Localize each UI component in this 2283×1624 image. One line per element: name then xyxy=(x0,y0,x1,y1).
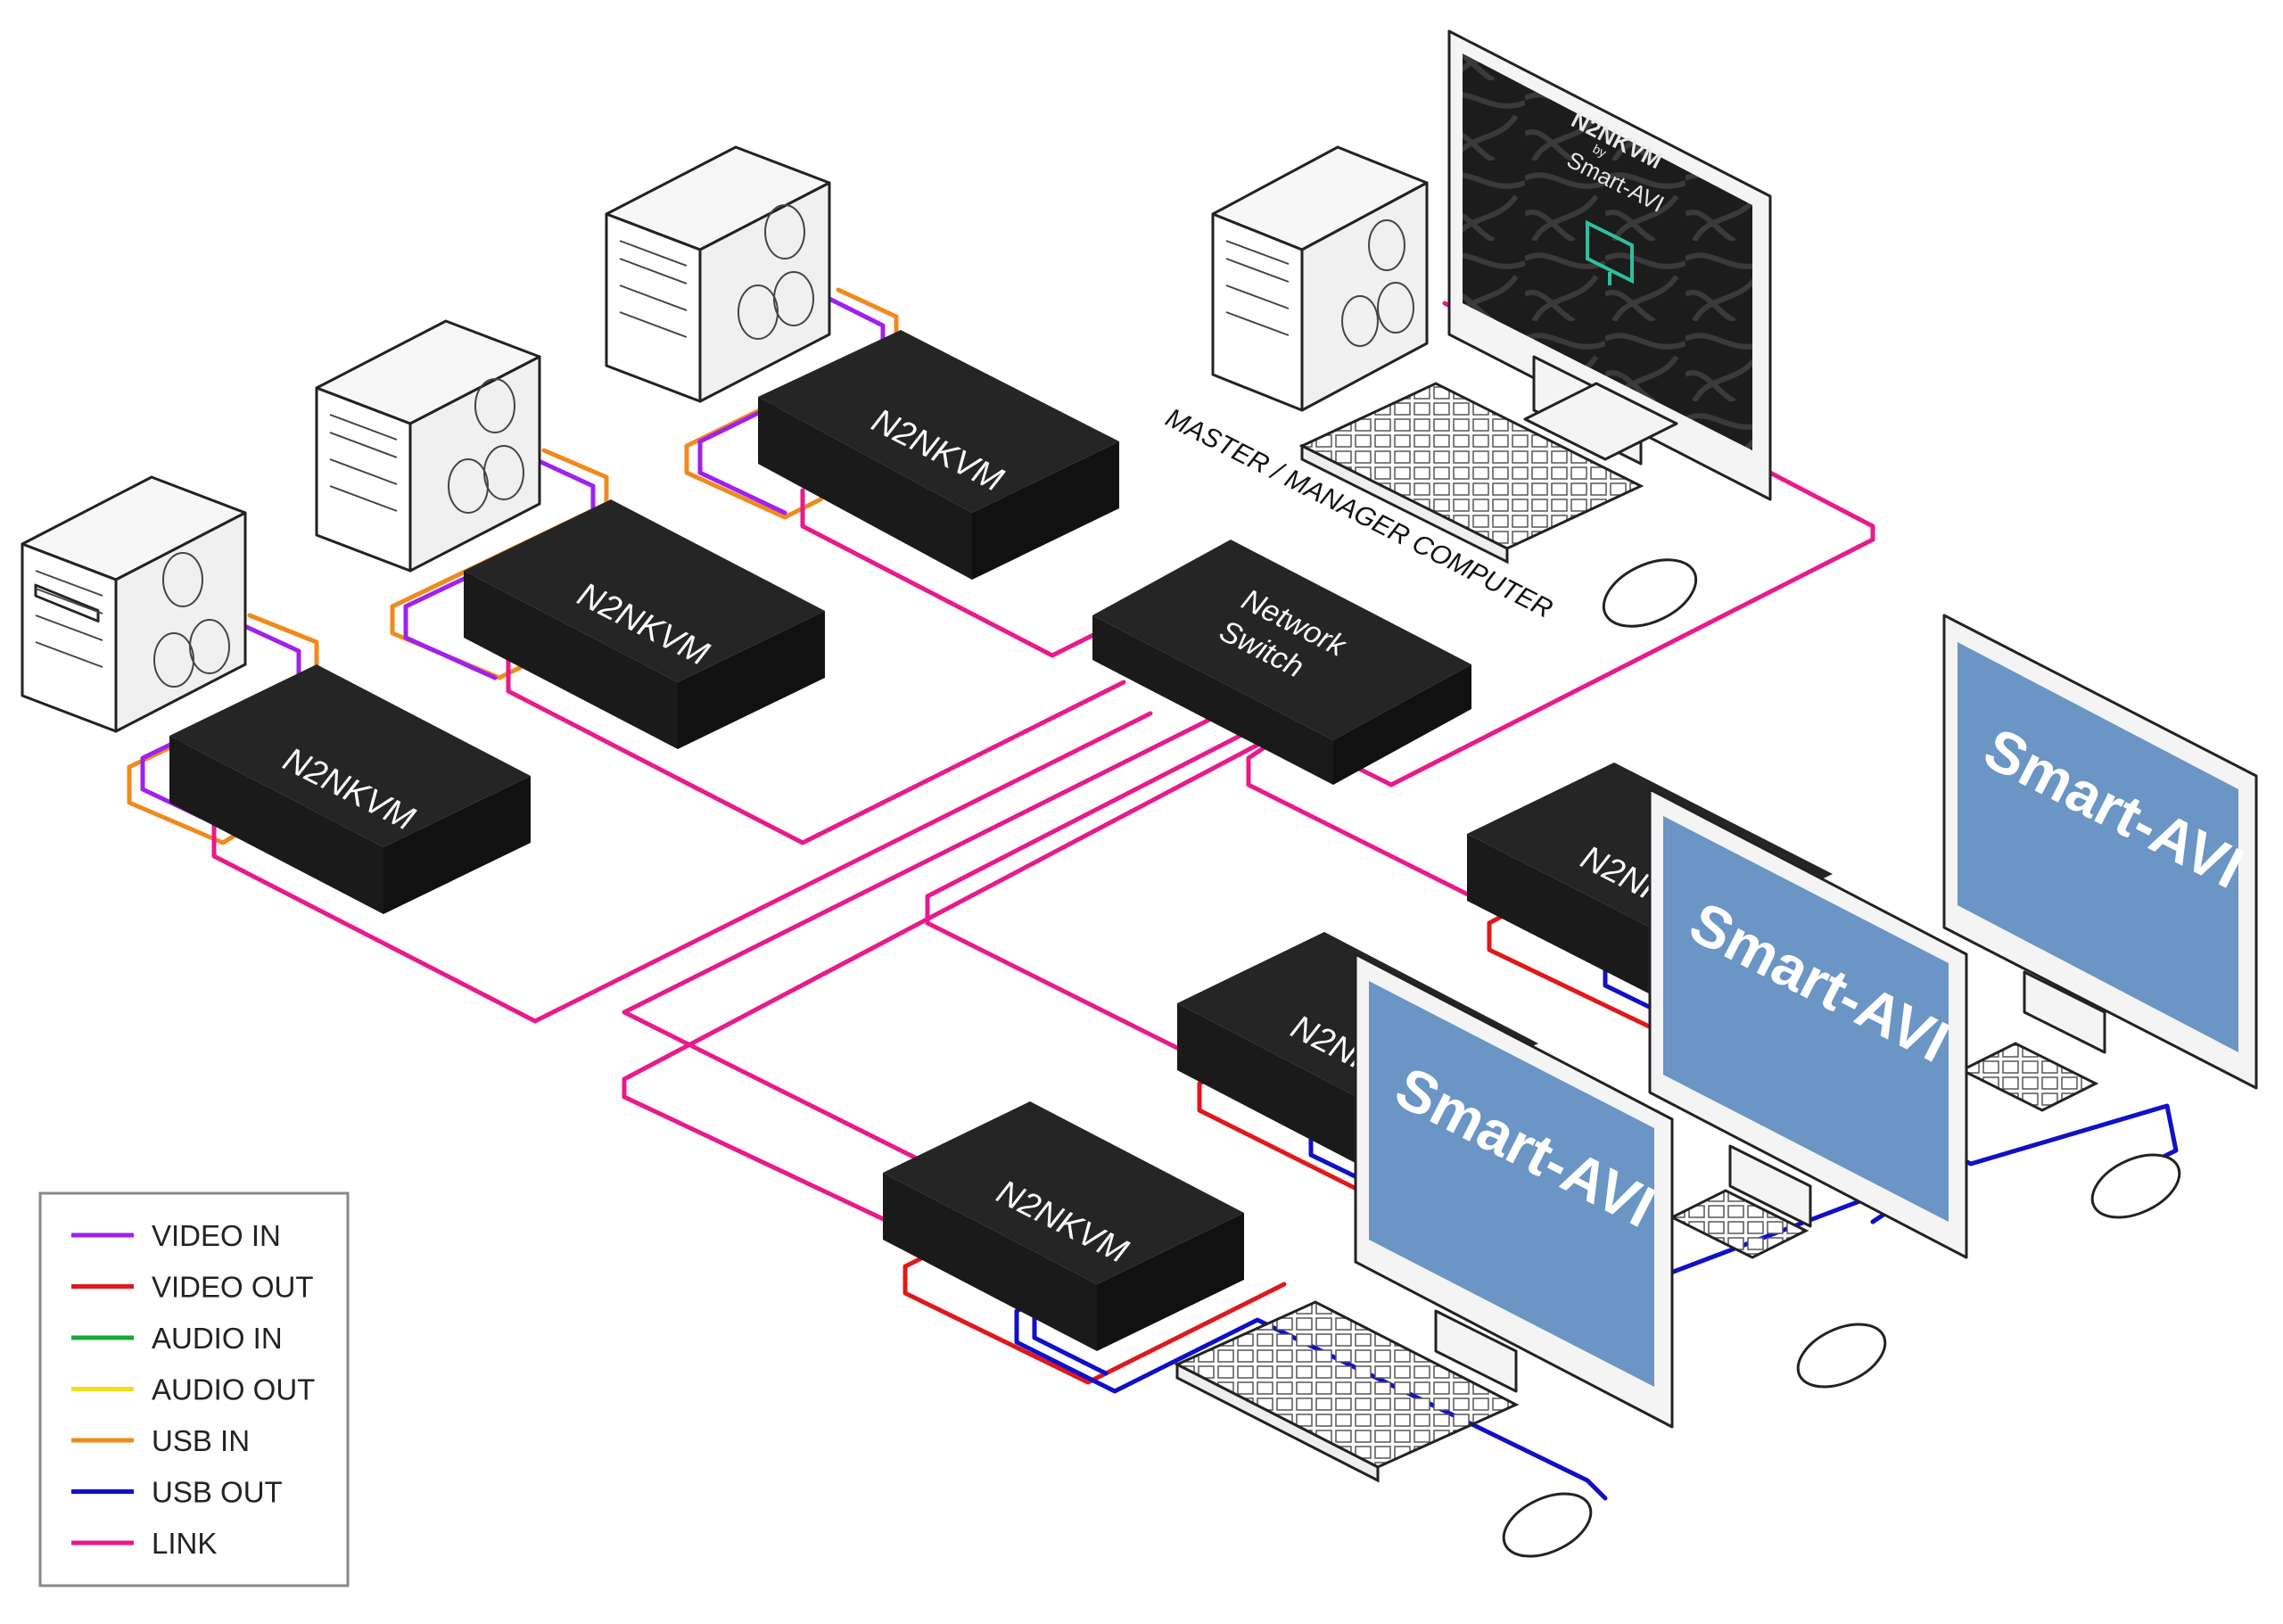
receiver-keyboard-3 xyxy=(1174,1300,1520,1483)
legend-item: VIDEO IN xyxy=(71,1219,281,1252)
legend-label: USB IN xyxy=(152,1424,250,1457)
link-cable-1 xyxy=(211,711,1153,1024)
legend-item: AUDIO OUT xyxy=(71,1373,315,1406)
source-computer-3 xyxy=(605,145,831,403)
link-cable-3 xyxy=(800,488,1109,658)
manager-screen-by: by xyxy=(1591,141,1609,160)
usb-out-cable-rx3 xyxy=(1014,1277,1608,1501)
legend-item: AUDIO IN xyxy=(71,1322,283,1355)
tower-3-bays xyxy=(619,240,688,338)
tower-2-bays xyxy=(329,414,398,512)
receiver-monitor-2 xyxy=(1648,787,1968,1259)
receiver-mouse-3 xyxy=(1502,1492,1593,1558)
usb-in-cable-3 xyxy=(684,287,899,520)
receiver-mouse-1 xyxy=(2090,1153,2181,1219)
manager-computer-tower xyxy=(1211,145,1429,412)
transmitter-units: N2NKVM N2NKVM N2NKVM xyxy=(169,330,1119,914)
legend: VIDEO IN VIDEO OUT AUDIO IN AUDIO OUT USB IN… xyxy=(38,1191,350,1587)
usb-in-cable-2 xyxy=(390,448,609,680)
usb-in-cable-1 xyxy=(127,613,319,845)
tower-1-bays xyxy=(35,570,103,668)
receiver-unit-3: N2NKVM xyxy=(883,1101,1244,1351)
legend-item: LINK xyxy=(71,1527,217,1560)
legend-label: USB OUT xyxy=(152,1476,283,1509)
transmitter-unit-2: N2NKVM xyxy=(464,499,825,749)
receiver-monitor-3 xyxy=(1354,952,1674,1429)
legend-item: VIDEO OUT xyxy=(71,1271,314,1304)
receiver-keyboard-1 xyxy=(1958,1042,2099,1112)
tower-2-fans xyxy=(448,378,524,514)
legend-item: USB OUT xyxy=(71,1476,283,1509)
legend-label: AUDIO IN xyxy=(152,1322,283,1355)
legend-item: USB IN xyxy=(71,1424,250,1457)
receiver-monitor-1 xyxy=(1942,614,2258,1090)
manager-keyboard xyxy=(1298,382,1644,565)
source-computer-2 xyxy=(315,319,541,573)
monitors xyxy=(1354,29,2258,1429)
legend-label: VIDEO OUT xyxy=(152,1271,314,1304)
tower-1-fans xyxy=(153,552,230,688)
manager-tower-fans xyxy=(1341,219,1414,347)
legend-label: AUDIO OUT xyxy=(152,1373,315,1406)
legend-label: LINK xyxy=(152,1527,217,1560)
legend-label: VIDEO IN xyxy=(152,1219,281,1252)
peripherals xyxy=(1174,382,2181,1558)
transmitter-unit-3: N2NKVM xyxy=(758,330,1119,580)
link-cable-2 xyxy=(506,648,1126,845)
manager-mouse xyxy=(1602,558,1698,628)
transmitter-unit-1: N2NKVM xyxy=(169,664,531,914)
manager-screen-monitor-icon xyxy=(1586,219,1634,285)
receiver-keyboard-2 xyxy=(1669,1189,1809,1259)
tower-3-fans xyxy=(738,204,814,340)
manager-tower-bays xyxy=(1225,240,1290,336)
source-computer-1 xyxy=(21,475,247,733)
network-switch: Network Switch xyxy=(1092,540,1471,1214)
manager-monitor xyxy=(1447,29,1772,501)
receiver-mouse-2 xyxy=(1796,1323,1887,1389)
source-computers xyxy=(21,145,1429,733)
tower-details xyxy=(35,204,1414,688)
